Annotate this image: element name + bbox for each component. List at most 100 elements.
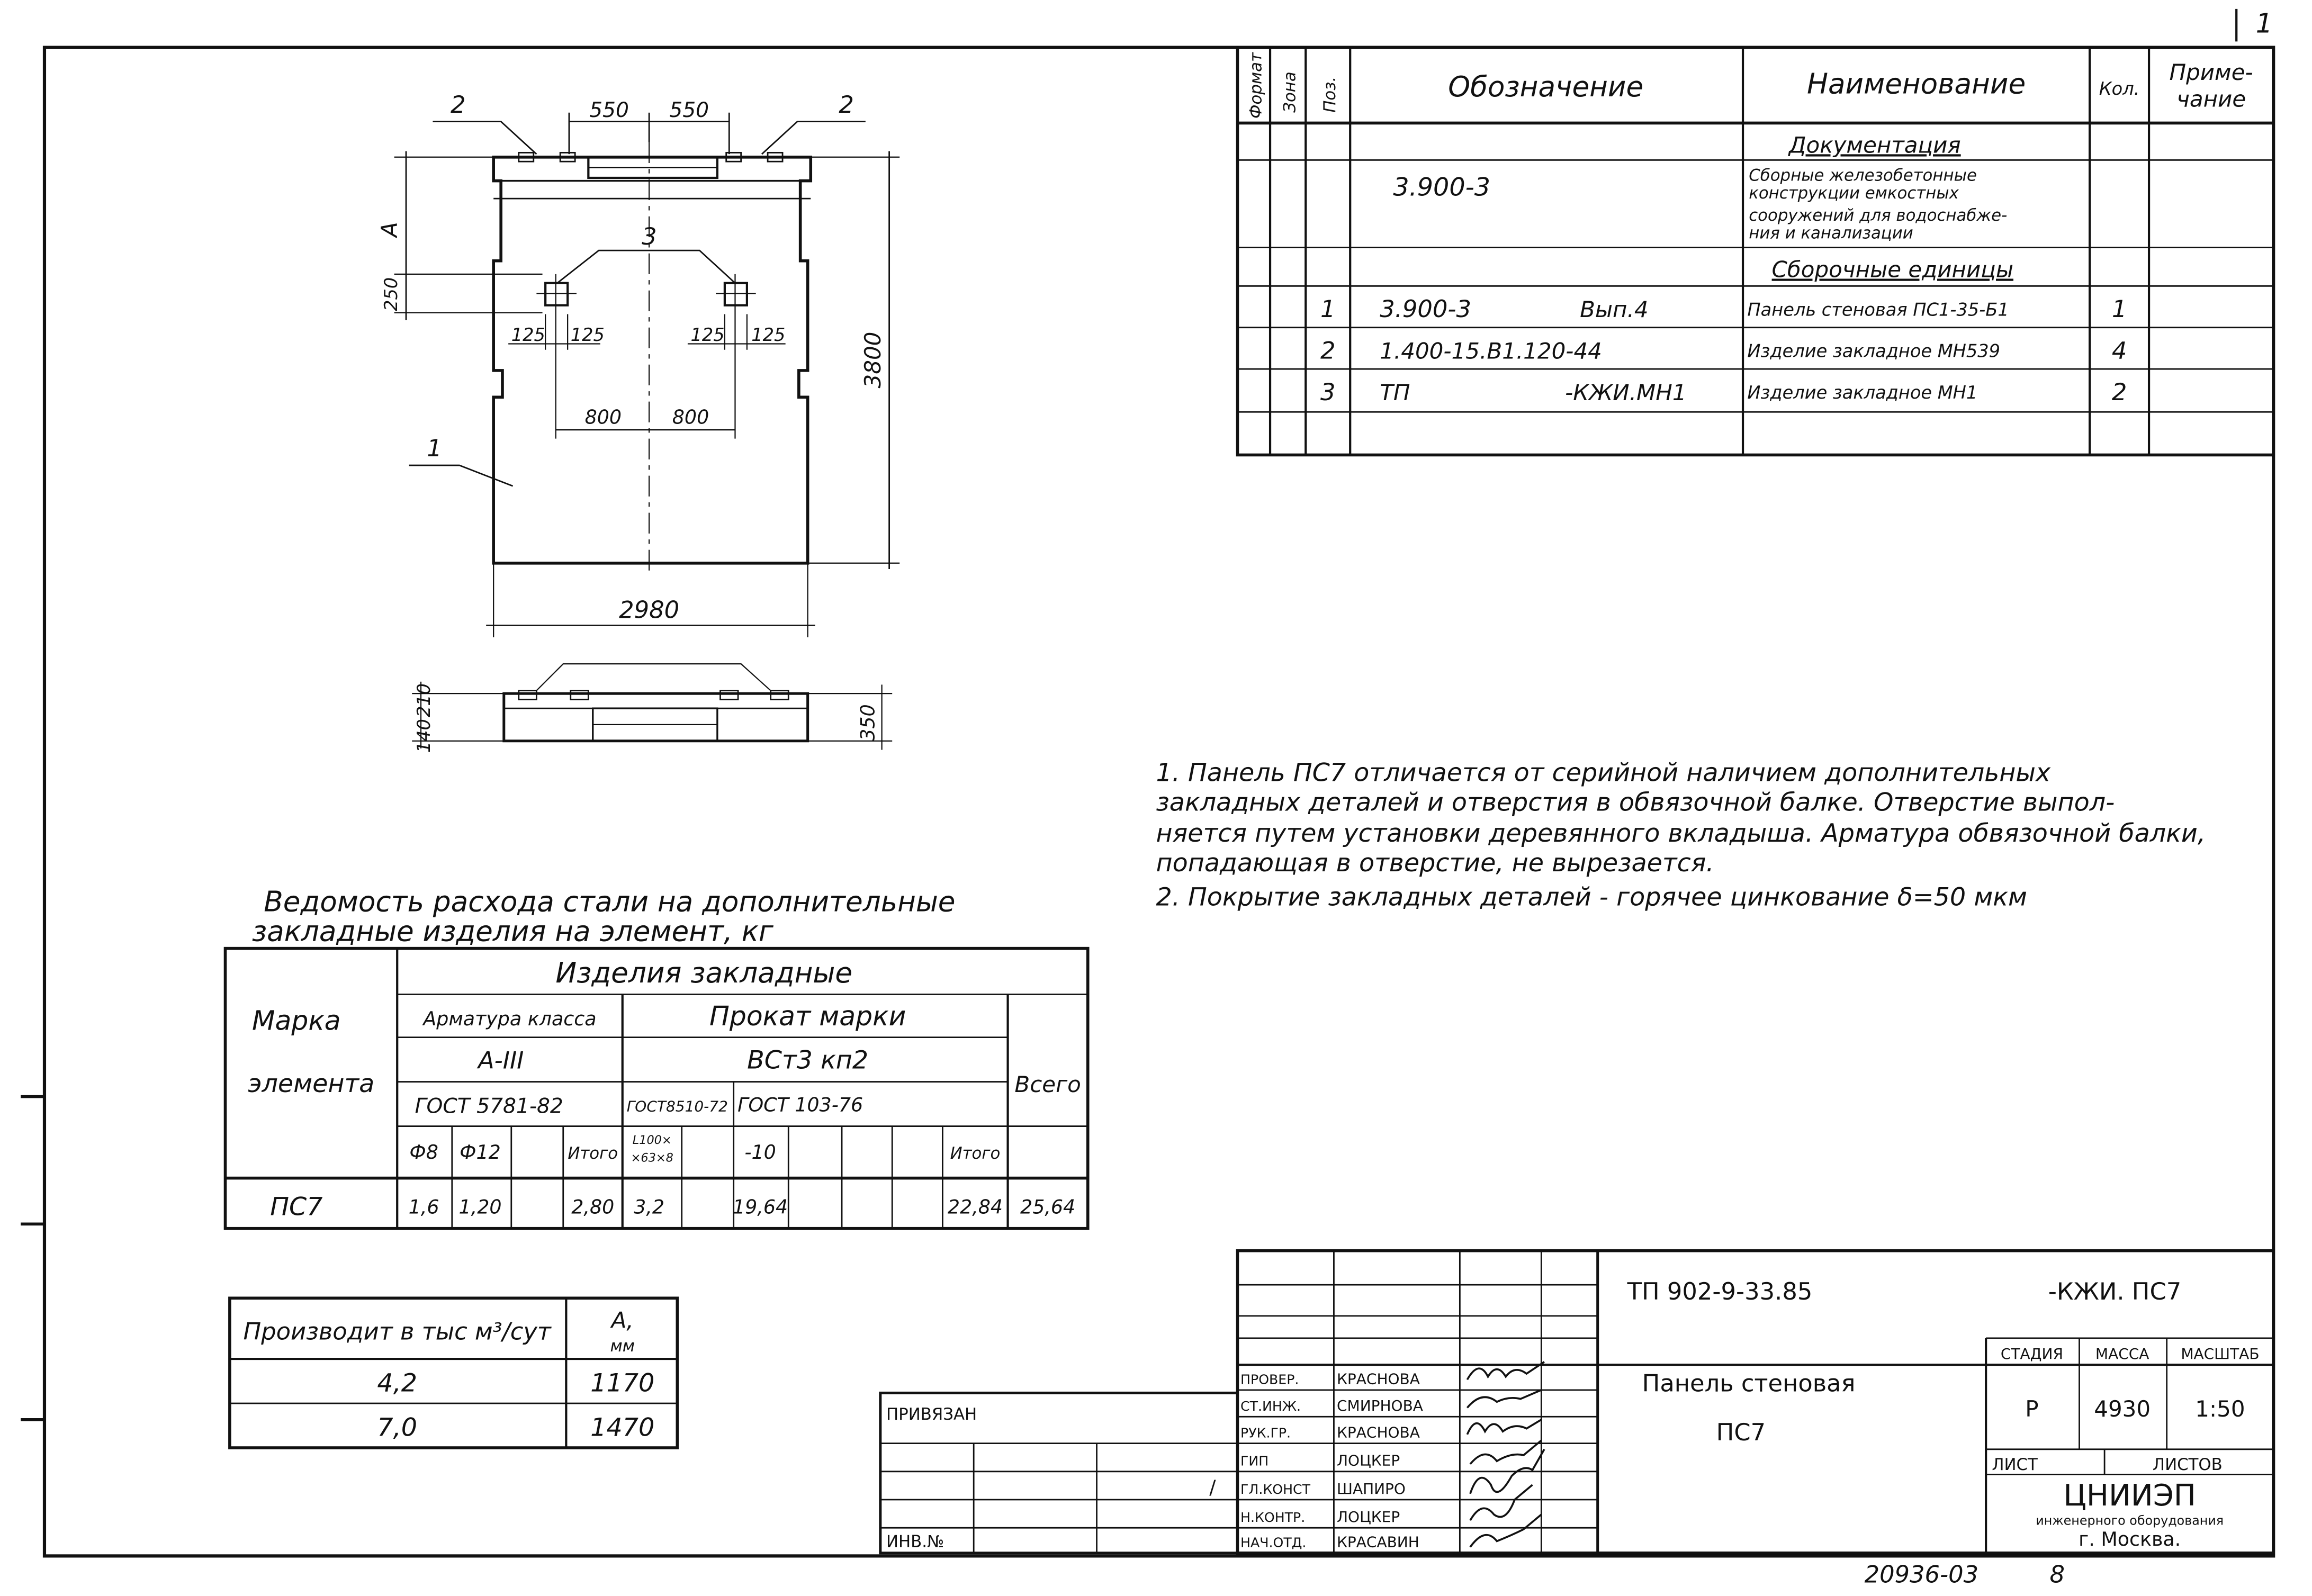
row2-designation: 1.400-15.В1.120-44	[1380, 338, 1602, 364]
doc-name-l3: сооружений для водоснабже-	[1749, 206, 2007, 225]
a-row1: 1170	[590, 1369, 654, 1398]
row1-qty: 1	[2112, 295, 2127, 323]
row3-qty: 2	[2112, 378, 2127, 406]
row-f12: 1,20	[458, 1196, 501, 1219]
embedded-part	[559, 151, 576, 163]
rebar-gost: ГОСТ 5781-82	[415, 1094, 563, 1118]
col-f12: Ф12	[460, 1141, 501, 1164]
note-line-1: 1. Панель ПС7 отличается от серийной нал…	[1156, 758, 2050, 787]
title-block: ТП 902-9-33.85 -КЖИ. ПС7 Панель стеновая…	[1236, 1249, 2275, 1555]
archive-number: 20936-03	[1865, 1561, 1979, 1589]
signer-name: ЛОЦКЕР	[1337, 1452, 1400, 1469]
doc-name-l4: ния и канализации	[1749, 224, 1913, 243]
doc-name-l1: Сборные железобетонные	[1749, 166, 1977, 185]
inventory-number-label: ИНВ.№	[886, 1532, 944, 1552]
capacity-header: Производит в тыс м³/сут	[244, 1318, 552, 1346]
sheet-mark: /	[1209, 1476, 1216, 1499]
row2-name: Изделие закладное МН539	[1747, 341, 2000, 362]
signer-role: НАЧ.ОТД.	[1240, 1535, 1306, 1550]
scale-label: МАСШТАБ	[2181, 1345, 2259, 1363]
signer-role: ПРОВЕР.	[1240, 1372, 1299, 1387]
row3-issue: -КЖИ.МН1	[1565, 380, 1686, 405]
callout-2-right: 2	[839, 91, 853, 119]
note-line-5: 2. Покрытие закладных деталей - горячее …	[1156, 882, 2027, 912]
dim-125-b: 125	[571, 324, 605, 345]
binding-label: ПРИВЯЗАН	[886, 1405, 977, 1424]
signer-role: Н.КОНТР.	[1240, 1510, 1305, 1525]
dim-350: 350	[857, 704, 879, 741]
header-designation: Обозначение	[1448, 70, 1643, 103]
signer-role: ГЛ.КОНСТ	[1240, 1482, 1311, 1497]
signers: ПРОВЕР. КРАСНОВА СТ.ИНЖ. СМИРНОВА РУК.ГР…	[1240, 1370, 1423, 1551]
header-note-l2: чание	[2176, 86, 2246, 112]
row1-designation: 3.900-3	[1380, 295, 1471, 323]
signer-role: СТ.ИНЖ.	[1240, 1399, 1301, 1414]
panel-section: 140 210 350	[412, 663, 893, 753]
dim-125-c: 125	[691, 324, 725, 345]
row2-qty: 4	[2112, 336, 2127, 364]
row-strip: 19,64	[733, 1196, 788, 1219]
panel-outline	[492, 155, 813, 565]
signer-name: КРАСНОВА	[1337, 1423, 1420, 1441]
row-itogo1: 2,80	[571, 1196, 614, 1219]
dim-800-right: 800	[672, 406, 709, 429]
rolled-grade: ВСт3 кп2	[747, 1045, 868, 1075]
header-name: Наименование	[1807, 67, 2026, 100]
drawing-title-l2: ПС7	[1716, 1418, 1766, 1446]
steel-title-l2: закладные изделия на элемент, кг	[252, 915, 774, 948]
rebar-grade: A-III	[476, 1046, 524, 1074]
header-qty: Кол.	[2099, 78, 2140, 99]
dim-125-a: 125	[511, 324, 545, 345]
callout-1: 1	[427, 434, 442, 462]
rebar-class: Арматура класса	[422, 1007, 596, 1030]
row3-name: Изделие закладное МН1	[1747, 382, 1977, 403]
notes: 1. Панель ПС7 отличается от серийной нал…	[1156, 758, 2205, 912]
rolled-header: Прокат марки	[709, 1000, 906, 1032]
mark-l1: Марка	[252, 1005, 341, 1036]
dim-210: 210	[413, 683, 434, 717]
col-angle-l2: ×63×8	[631, 1151, 673, 1165]
steel-table: Ведомость расхода стали на дополнительны…	[223, 886, 1090, 1230]
signer-role: РУК.ГР.	[1240, 1425, 1291, 1440]
sheets-label: ЛИСТОВ	[2153, 1455, 2223, 1474]
header-format: Формат	[1246, 52, 1265, 119]
header-note-l1: Приме-	[2170, 59, 2253, 85]
row-mark: ПС7	[270, 1193, 322, 1222]
organization-sub: инженерного оборудования	[2036, 1513, 2224, 1528]
row-angle: 3,2	[634, 1196, 664, 1219]
archive-sheet: 8	[2050, 1561, 2065, 1589]
header-zone: Зона	[1281, 71, 1300, 113]
note-line-3: няется путем установки деревянного вклад…	[1156, 819, 2205, 848]
city: г. Москва.	[2079, 1528, 2181, 1550]
mark-l2: элемента	[248, 1069, 374, 1098]
dim-250: 250	[381, 277, 401, 311]
organization: ЦНИИЭП	[2063, 1478, 2196, 1513]
binding-block: ПРИВЯЗАН ИНВ.№ /	[879, 1391, 1239, 1555]
signer-name: СМИРНОВА	[1337, 1397, 1423, 1414]
row1-name: Панель стеновая ПС1-35-Б1	[1747, 299, 2009, 320]
header-pos: Поз.	[1320, 77, 1339, 113]
dim-2980: 2980	[619, 596, 679, 624]
signer-name: ЛОЦКЕР	[1337, 1508, 1400, 1526]
col-itogo2: Итого	[950, 1144, 1001, 1163]
callout-2-left: 2	[451, 91, 465, 119]
dim-140: 140	[413, 719, 434, 753]
signatures	[1466, 1361, 1545, 1548]
row-itogo2: 22,84	[948, 1196, 1003, 1219]
scale-value: 1:50	[2195, 1396, 2245, 1422]
signer-name: КРАСНОВА	[1337, 1370, 1420, 1388]
embedded-part-mh1	[544, 282, 569, 306]
drawing-title-l1: Панель стеновая	[1642, 1369, 1856, 1397]
row-total: 25,64	[1020, 1196, 1075, 1219]
row1-pos: 1	[1320, 295, 1335, 323]
gost-8510: ГОСТ8510-72	[627, 1098, 728, 1115]
doc-designation: 3.900-3	[1393, 173, 1490, 202]
sheet-frame	[42, 46, 2275, 1558]
mass-value: 4930	[2094, 1396, 2151, 1422]
panel-drawing: 3 550 550 2 2 А 250 125 125 125 125	[376, 91, 900, 637]
col-itogo1: Итого	[568, 1144, 618, 1163]
sheet-label: ЛИСТ	[1992, 1455, 2038, 1474]
col-strip: -10	[744, 1141, 776, 1164]
dim-3800: 3800	[860, 332, 886, 389]
